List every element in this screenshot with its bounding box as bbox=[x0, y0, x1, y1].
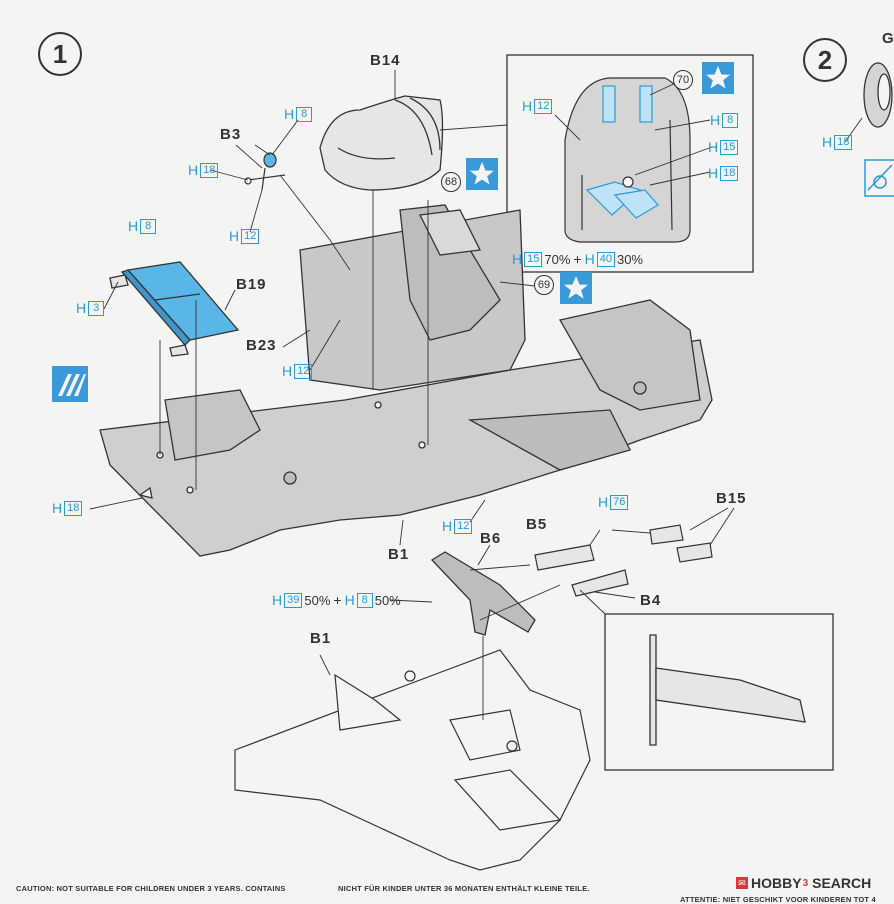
part-b6 bbox=[430, 551, 536, 636]
star-icon-seat bbox=[466, 158, 498, 190]
step-number-1: 1 bbox=[38, 32, 82, 76]
label-b1-lower: B1 bbox=[310, 630, 332, 647]
part-b14-seat bbox=[319, 95, 444, 191]
part-b19-b23-panel bbox=[109, 261, 240, 357]
label-b15: B15 bbox=[716, 490, 747, 507]
sticker-icon bbox=[52, 366, 88, 402]
label-b14: B14 bbox=[370, 52, 401, 69]
label-b4: B4 bbox=[640, 592, 662, 609]
caution-dutch: ATTENTIE: NIET GESCHIKT VOOR KINDEREN TO… bbox=[680, 895, 876, 904]
detail-inset-seatbelt bbox=[506, 54, 754, 273]
label-b1: B1 bbox=[388, 546, 410, 563]
leader-lines bbox=[89, 70, 863, 720]
no-glue-icon bbox=[864, 159, 894, 197]
part-b1-lower-outline bbox=[234, 649, 591, 871]
decal-70: 70 bbox=[673, 70, 693, 90]
part-wheel bbox=[863, 62, 893, 128]
inset-mount-drawing bbox=[649, 634, 806, 746]
star-icon-decal69 bbox=[560, 272, 592, 304]
label-b3: B3 bbox=[220, 126, 242, 143]
inset-seat bbox=[564, 77, 691, 243]
part-b3 bbox=[244, 152, 286, 191]
step-number-2: 2 bbox=[803, 38, 847, 82]
caution-english: CAUTION: NOT SUITABLE FOR CHILDREN UNDER… bbox=[16, 884, 286, 893]
label-g: G bbox=[882, 30, 894, 47]
label-b6: B6 bbox=[480, 530, 502, 547]
part-cylinders bbox=[534, 524, 713, 597]
decal-68: 68 bbox=[441, 172, 461, 192]
decal-69: 69 bbox=[534, 275, 554, 295]
label-b5: B5 bbox=[526, 516, 548, 533]
star-icon-inset bbox=[702, 62, 734, 94]
part-b1-chassis bbox=[99, 204, 713, 557]
label-b23: B23 bbox=[246, 337, 277, 354]
caution-german: NICHT FÜR KINDER UNTER 36 MONATEN ENTHÄL… bbox=[338, 884, 590, 893]
label-b19: B19 bbox=[236, 276, 267, 293]
detail-inset-mount bbox=[604, 613, 834, 771]
